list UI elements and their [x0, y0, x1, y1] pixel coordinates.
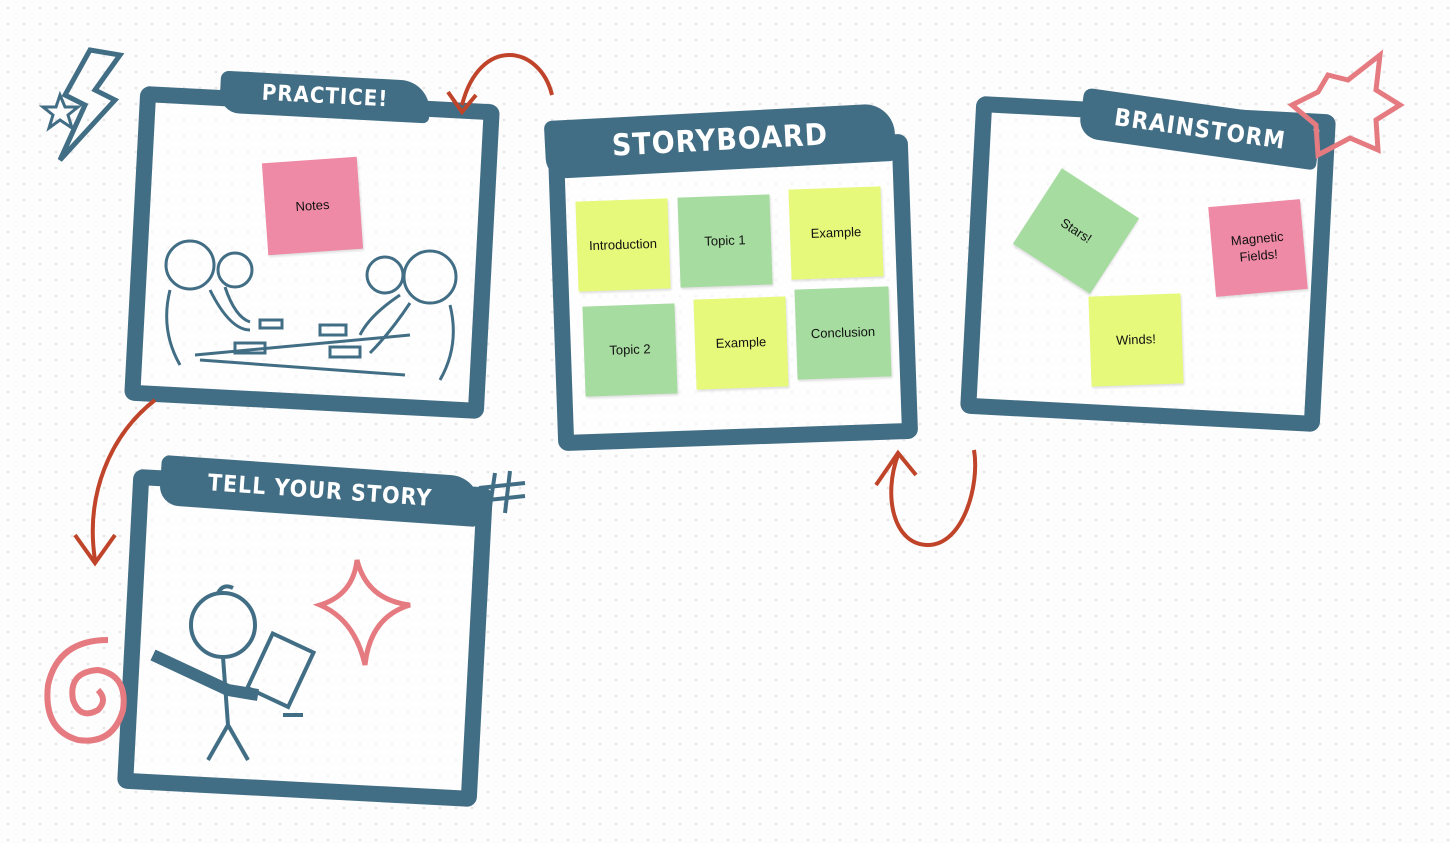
curved-arrow	[446, 53, 554, 116]
hashtag-doodle	[478, 470, 526, 514]
curved-arrow	[73, 398, 157, 567]
sticky-note[interactable]: Introduction	[575, 198, 671, 292]
sticky-note[interactable]: Magnetic Fields!	[1208, 199, 1308, 297]
sticky-note[interactable]: Topic 1	[677, 194, 773, 288]
sticky-note[interactable]: Example	[693, 296, 789, 390]
spiral-doodle	[44, 637, 127, 744]
diamond-star-doodle	[312, 559, 411, 666]
burst-star-doodle	[1287, 49, 1405, 160]
sticky-note[interactable]: Example	[788, 186, 884, 280]
loop-arrow	[874, 449, 978, 548]
sticky-note[interactable]: Topic 2	[582, 303, 678, 397]
sticky-note[interactable]: Conclusion	[794, 286, 892, 380]
meeting-illustration	[164, 239, 458, 381]
storyteller-illustration	[150, 584, 317, 761]
lightning-star-doodle	[38, 47, 125, 162]
sticky-note[interactable]: Winds!	[1088, 293, 1184, 387]
